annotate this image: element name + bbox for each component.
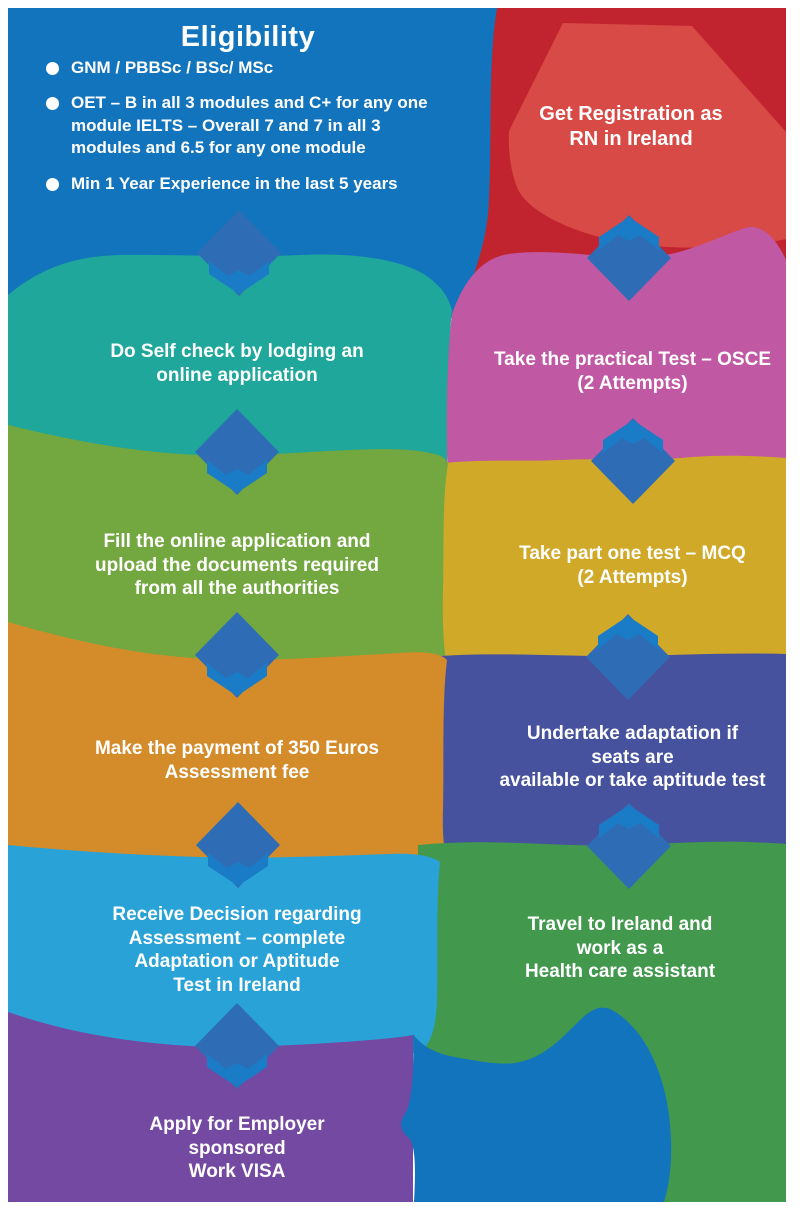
step-adaptation-label: Undertake adaptation if seats are availa…: [499, 723, 766, 792]
shape-adaptation-block: [420, 653, 786, 858]
shape-goal-polygon: [508, 23, 786, 248]
step-payment-label: Make the payment of 350 Euros Assessment…: [94, 738, 380, 783]
shape-osce-block: [445, 227, 786, 472]
bullet-dot-icon: [46, 177, 59, 191]
shape-visa-block: [8, 1012, 413, 1202]
step-decision-label: Receive Decision regarding Assessment – …: [112, 904, 362, 996]
step-fill-online-label: Fill the online application and upload t…: [95, 531, 379, 600]
bullet-dot-icon: [46, 62, 59, 75]
list-item: OET – B in all 3 modules and C+ for any …: [34, 92, 480, 159]
bullet-dot-icon: [46, 97, 59, 111]
step-visa-label: Apply for Employer sponsored Work VISA: [149, 1114, 325, 1183]
shape-eligibility-block: [8, 8, 545, 318]
eligibility-item-english-tests: OET – B in all 3 modules and C+ for any …: [71, 93, 428, 158]
shape-payment-block: [8, 622, 450, 876]
shape-mcq-block: [420, 455, 786, 665]
step-osce-label: Take the practical Test – OSCE (2 Attemp…: [493, 349, 771, 394]
step-mcq-label: Take part one test – MCQ (2 Attempts): [519, 543, 746, 588]
eligibility-item-degrees: GNM / PBBSc / BSc/ MSc: [71, 58, 274, 77]
eligibility-list: GNM / PBBSc / BSc/ MSc OET – B in all 3 …: [34, 57, 480, 208]
list-item: GNM / PBBSc / BSc/ MSc: [34, 57, 480, 79]
shape-bottom-blob: [401, 1007, 672, 1202]
eligibility-title: Eligibility: [180, 21, 316, 53]
shape-self-check-block: [8, 254, 452, 488]
step-self-check-label: Do Self check by lodging an online appli…: [110, 341, 364, 386]
goal-label: Get Registration as RN in Ireland: [539, 103, 723, 150]
step-travel-label: Travel to Ireland and work as a Health c…: [524, 914, 716, 983]
shape-decision-block: [8, 845, 440, 1060]
eligibility-item-experience: Min 1 Year Experience in the last 5 year…: [71, 173, 398, 193]
list-item: Min 1 Year Experience in the last 5 year…: [34, 173, 480, 195]
shape-fill-online-block: [8, 425, 448, 675]
